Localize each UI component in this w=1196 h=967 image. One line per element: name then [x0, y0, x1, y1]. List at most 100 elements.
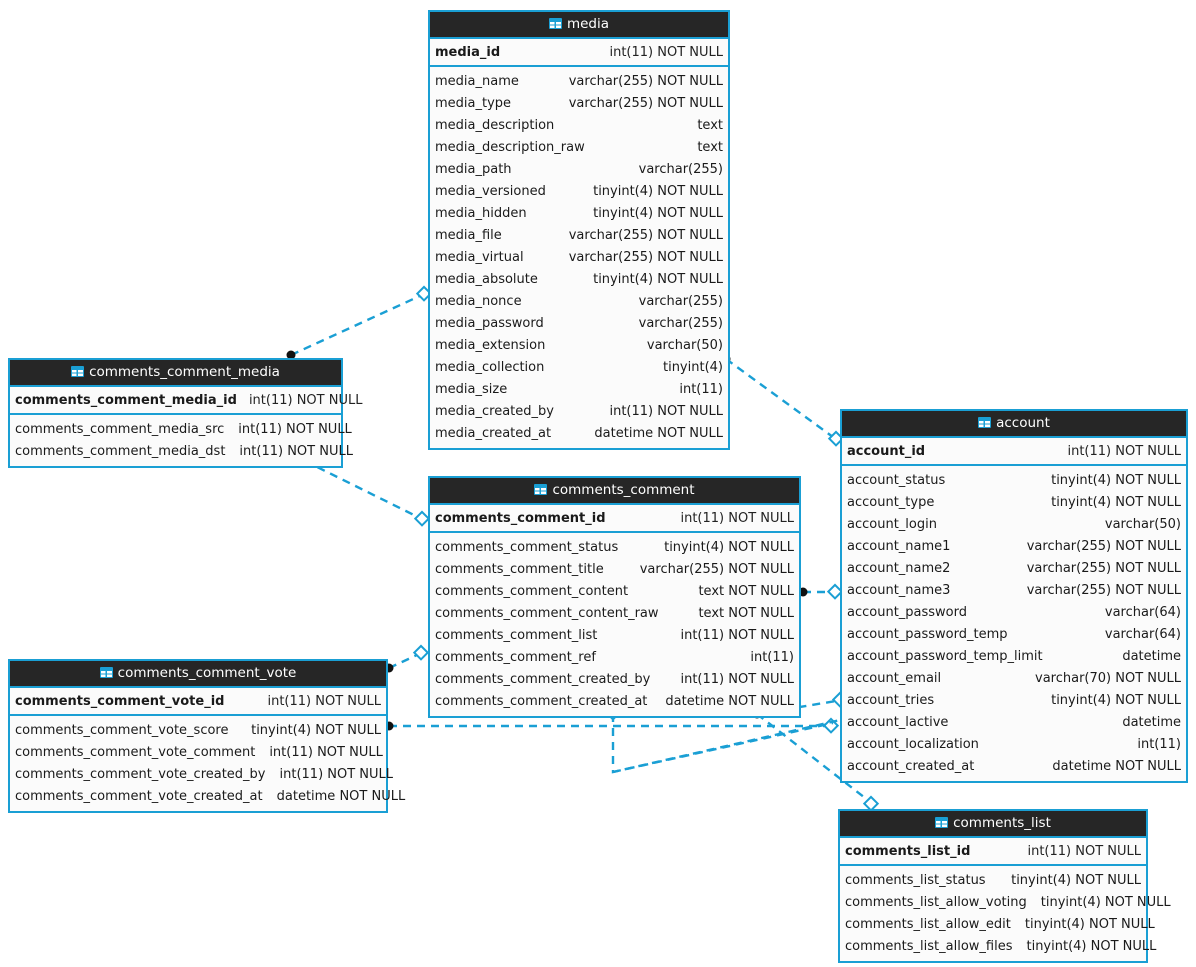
- column-name: media_versioned: [435, 183, 546, 199]
- column-type: varchar(255) NOT NULL: [1026, 582, 1181, 598]
- column-type: varchar(70) NOT NULL: [1035, 670, 1181, 686]
- column-type: varchar(255) NOT NULL: [568, 95, 723, 111]
- entity-account[interactable]: account account_id int(11) NOT NULL acco…: [840, 409, 1188, 783]
- entity-header-comments_comment_media: comments_comment_media: [10, 360, 341, 387]
- column-name: comments_comment_media_dst: [15, 443, 226, 459]
- column-name: comments_comment_media_src: [15, 421, 225, 437]
- column-primary-key[interactable]: media_id int(11) NOT NULL: [430, 39, 728, 67]
- entity-comments_list[interactable]: comments_list comments_list_id int(11) N…: [838, 809, 1171, 963]
- column-type: tinyint(4) NOT NULL: [593, 205, 723, 221]
- column-type: datetime NOT NULL: [594, 425, 723, 441]
- entity-title: comments_list: [953, 815, 1051, 831]
- column-primary-key[interactable]: comments_comment_vote_id int(11) NOT NUL…: [10, 688, 386, 716]
- relationship-line-media-account: [721, 354, 845, 447]
- entity-header-comments_comment: comments_comment: [430, 478, 799, 505]
- column-name: media_password: [435, 315, 544, 331]
- column-name: media_description: [435, 117, 555, 133]
- column-primary-key[interactable]: comments_list_id int(11) NOT NULL: [840, 838, 1146, 866]
- column-name: comments_comment_list: [435, 627, 598, 643]
- column-primary-key[interactable]: account_id int(11) NOT NULL: [842, 438, 1186, 466]
- column-name: account_created_at: [847, 758, 975, 774]
- column-name: comments_comment_vote_id: [15, 693, 225, 709]
- column-primary-key[interactable]: comments_comment_media_id int(11) NOT NU…: [10, 387, 362, 415]
- table-icon: [935, 812, 949, 828]
- column-name: media_id: [435, 44, 501, 60]
- column-name: comments_comment_title: [435, 561, 604, 577]
- column-type: text: [697, 117, 723, 133]
- column-name: comments_list_id: [845, 843, 971, 859]
- entity-comments_comment_media[interactable]: comments_comment_media comments_comment_…: [8, 358, 362, 468]
- column-type: text: [697, 139, 723, 155]
- column-name: account_localization: [847, 736, 979, 752]
- entity-comments_comment[interactable]: comments_comment comments_comment_id int…: [428, 476, 801, 718]
- column-name: media_extension: [435, 337, 546, 353]
- column-name: account_login: [847, 516, 937, 532]
- column-type: tinyint(4) NOT NULL: [1051, 472, 1181, 488]
- column-type: datetime: [1122, 648, 1181, 664]
- column-name: account_id: [847, 443, 926, 459]
- column-type: tinyint(4) NOT NULL: [664, 539, 794, 555]
- entity-media[interactable]: media media_id int(11) NOT NULL media_na…: [428, 10, 730, 450]
- column-type: varchar(255) NOT NULL: [568, 73, 723, 89]
- column-type: int(11) NOT NULL: [1027, 843, 1141, 859]
- column-type: int(11) NOT NULL: [1067, 443, 1181, 459]
- column-primary-key[interactable]: comments_comment_id int(11) NOT NULL: [430, 505, 799, 533]
- entity-comments_comment_vote[interactable]: comments_comment_vote comments_comment_v…: [8, 659, 405, 813]
- column-name: account_password_temp_limit: [847, 648, 1043, 664]
- column-name: account_type: [847, 494, 935, 510]
- column-type: tinyint(4) NOT NULL: [251, 722, 381, 738]
- column-name: media_size: [435, 381, 508, 397]
- column-row[interactable]: account_password_temp_limit datetime: [842, 645, 1186, 667]
- column-row[interactable]: media_description text: [430, 114, 728, 136]
